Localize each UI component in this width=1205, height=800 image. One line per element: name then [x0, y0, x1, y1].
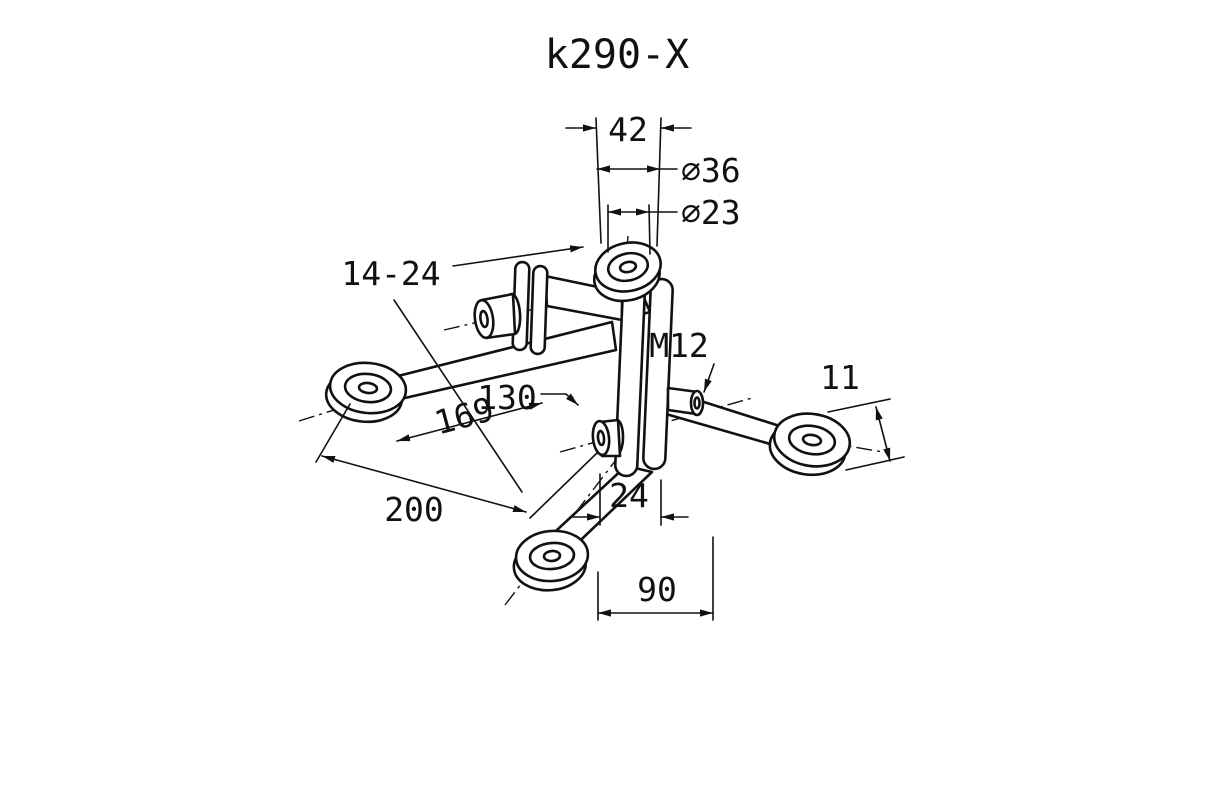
- drawing-title: k290-X: [545, 32, 690, 78]
- ext-line: [315, 403, 351, 463]
- ext-line: [827, 398, 891, 413]
- leader-line: [540, 393, 579, 406]
- left-ring: [324, 361, 408, 424]
- ext-line: [529, 451, 599, 519]
- dimension-dia36: ⌀36: [596, 151, 741, 190]
- dim-line: [321, 455, 527, 513]
- leader-line: [703, 363, 715, 393]
- clamp-stud: [473, 292, 522, 340]
- dimension-14-24: 14-24: [341, 245, 584, 293]
- bottom-ring-hole: [542, 549, 562, 563]
- dim-dia23-label: ⌀23: [681, 193, 741, 232]
- center-right-stud: [666, 386, 705, 417]
- axis-right-ring: [741, 427, 890, 454]
- dimension-dia23: ⌀23: [607, 193, 741, 255]
- dim-42-label: 42: [608, 110, 648, 149]
- dimension-90: 90: [597, 536, 714, 621]
- clamp-plate-back: [529, 264, 549, 356]
- dimension-200: 200: [315, 403, 599, 529]
- bottom-ring: [512, 529, 590, 592]
- dimension-42: 42: [565, 110, 692, 247]
- dim-dia36-label: ⌀36: [681, 151, 741, 190]
- dim-line: [875, 406, 891, 462]
- dim-14-24-label: 14-24: [341, 254, 440, 293]
- dimension-24: 24: [572, 473, 689, 526]
- center-left-stud: [591, 418, 625, 458]
- top-ring: [592, 241, 662, 303]
- clamp-stud-hole: [479, 309, 489, 329]
- right-ring: [768, 412, 852, 477]
- center-left-hole: [596, 429, 606, 447]
- ext-line: [595, 117, 602, 244]
- dim-90-label: 90: [637, 570, 677, 609]
- dim-line: [396, 402, 543, 442]
- ext-line: [845, 456, 905, 471]
- dim-200-label: 200: [384, 490, 444, 529]
- left-ring-hole: [357, 381, 379, 395]
- top-ring-hole: [618, 260, 638, 274]
- hub-plate-back: [642, 277, 674, 471]
- dimension-m12: M12: [649, 326, 715, 393]
- dim-11-label: 11: [820, 358, 860, 397]
- leader-line: [452, 245, 584, 267]
- spider-fitting: [324, 241, 852, 592]
- center-right-hole: [693, 396, 701, 410]
- dimension-11: 11: [820, 358, 905, 471]
- dim-m12-label: M12: [649, 326, 709, 365]
- ext-line: [656, 117, 662, 247]
- ext-line: [648, 204, 651, 255]
- dim-169-label: 169: [430, 389, 498, 442]
- dim-24-label: 24: [609, 476, 649, 515]
- right-ring-hole: [801, 433, 823, 447]
